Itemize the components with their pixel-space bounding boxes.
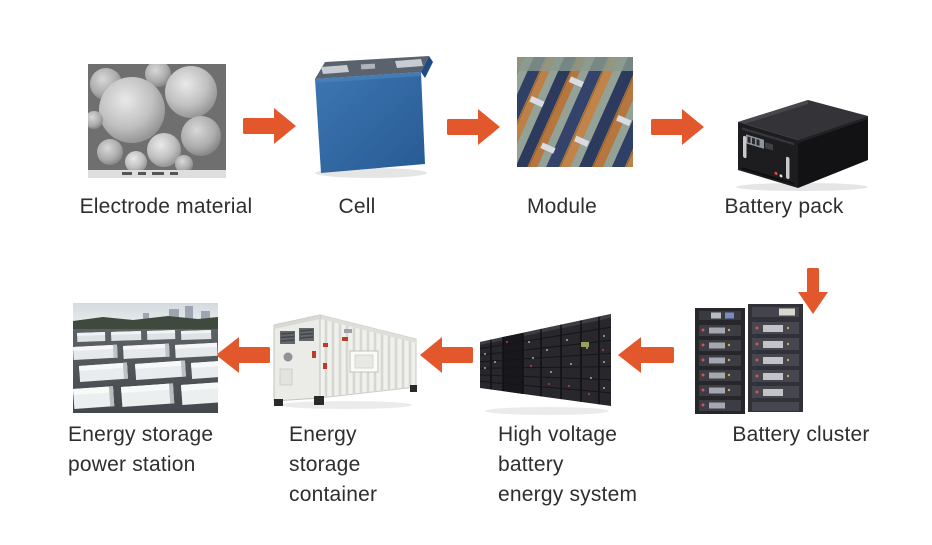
cell-image bbox=[303, 52, 440, 180]
battery-module-illustration bbox=[517, 57, 633, 167]
storage-container-label: Energy storage container bbox=[289, 423, 378, 506]
battery-pack-image bbox=[716, 92, 876, 192]
battery-cluster-illustration bbox=[695, 304, 803, 414]
energy-storage-container-image bbox=[266, 299, 423, 413]
battery-pack-label: Battery pack bbox=[724, 195, 844, 218]
battery-cluster-image bbox=[695, 302, 803, 416]
electrode-material-label: Electrode material bbox=[79, 195, 253, 218]
flow-arrow-right-3 bbox=[651, 108, 704, 151]
battery-cluster-label: Battery cluster bbox=[732, 423, 870, 446]
rack-pack-illustration bbox=[736, 100, 868, 191]
prismatic-cell-illustration bbox=[315, 56, 433, 178]
flow-arrow-left-7 bbox=[216, 336, 270, 379]
container-farm-illustration bbox=[73, 303, 218, 413]
power-station-label: Energy storage power station bbox=[68, 423, 214, 476]
module-image bbox=[517, 57, 633, 167]
flow-arrow-left-5 bbox=[618, 336, 674, 379]
flow-arrow-right-2 bbox=[447, 108, 500, 151]
cell-label: Cell bbox=[338, 195, 376, 218]
hv-battery-energy-system-image bbox=[477, 306, 614, 418]
hv-system-label: High voltage battery energy system bbox=[498, 423, 638, 506]
battery-rack-row-illustration bbox=[479, 314, 612, 415]
flow-arrow-right-1 bbox=[243, 107, 296, 150]
sem-spheres-illustration bbox=[88, 64, 226, 178]
electrode-material-image bbox=[88, 64, 226, 178]
flow-arrow-down-4 bbox=[798, 268, 828, 319]
flow-arrow-left-6 bbox=[420, 336, 473, 379]
white-container-illustration bbox=[273, 314, 417, 409]
energy-storage-power-station-image bbox=[73, 303, 218, 413]
module-label: Module bbox=[526, 195, 598, 218]
